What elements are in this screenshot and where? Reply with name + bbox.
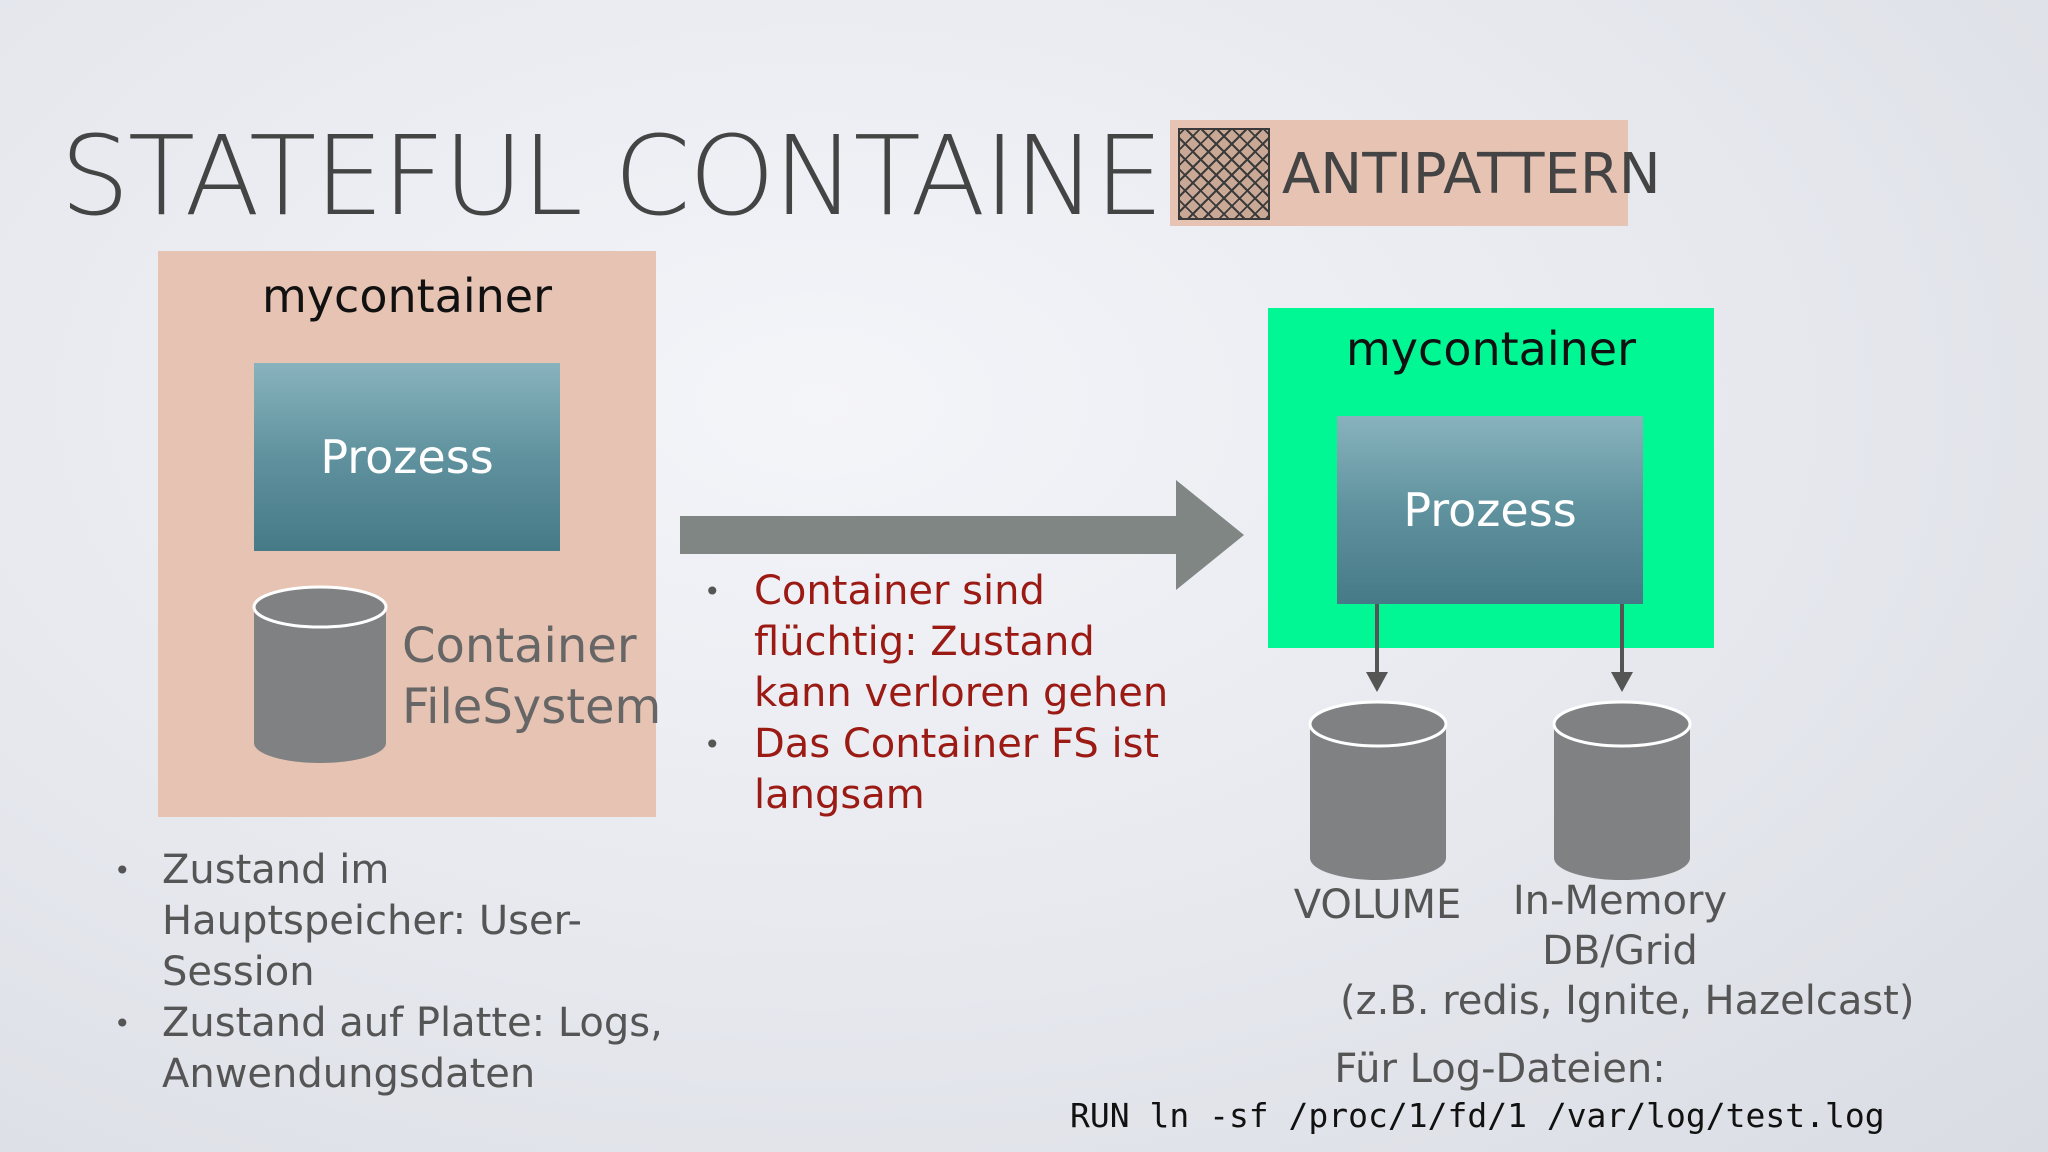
arrow-right-icon <box>680 480 1246 594</box>
inmemory-label: In-Memory DB/Grid <box>1512 878 1728 974</box>
log-heading: Für Log-Dateien: <box>1334 1046 1666 1092</box>
antipattern-badge: ANTIPATTERN <box>1170 120 1661 226</box>
left-container-title: mycontainer <box>262 269 552 323</box>
left-note-1: • Zustand im Hauptspeicher: User-Session <box>114 847 582 995</box>
middle-note-2: • Das Container FS ist langsam <box>704 721 1160 818</box>
pattern-swatch-icon <box>1178 128 1270 220</box>
left-notes-list: • Zustand im Hauptspeicher: User-Session… <box>110 845 670 1100</box>
volume-cylinder-icon <box>1308 700 1448 882</box>
middle-notes-list: • Container sind flüchtig: Zustand kann … <box>700 566 1180 821</box>
log-command: RUN ln -sf /proc/1/fd/1 /var/log/test.lo… <box>1070 1096 1885 1135</box>
inmemory-cylinder-icon <box>1552 700 1692 882</box>
cylinder-icon <box>252 585 388 765</box>
examples-label: (z.B. redis, Ignite, Hazelcast) <box>1340 978 1915 1024</box>
right-container-title: mycontainer <box>1346 322 1636 376</box>
left-note-2: • Zustand auf Platte: Logs, Anwendungsda… <box>114 1000 663 1097</box>
arrow-down-icon <box>1362 604 1392 698</box>
middle-note-1: • Container sind flüchtig: Zustand kann … <box>704 568 1169 716</box>
right-process-box: Prozess <box>1337 416 1643 604</box>
volume-label: VOLUME <box>1293 882 1462 928</box>
left-process-box: Prozess <box>254 363 560 551</box>
arrow-down-icon <box>1607 604 1637 698</box>
stateful-container-box: mycontainer <box>158 251 656 817</box>
slide-title: STATEFUL CONTAINER <box>60 112 1238 240</box>
filesystem-label: Container FileSystem <box>402 618 662 735</box>
antipattern-label: ANTIPATTERN <box>1282 142 1661 207</box>
